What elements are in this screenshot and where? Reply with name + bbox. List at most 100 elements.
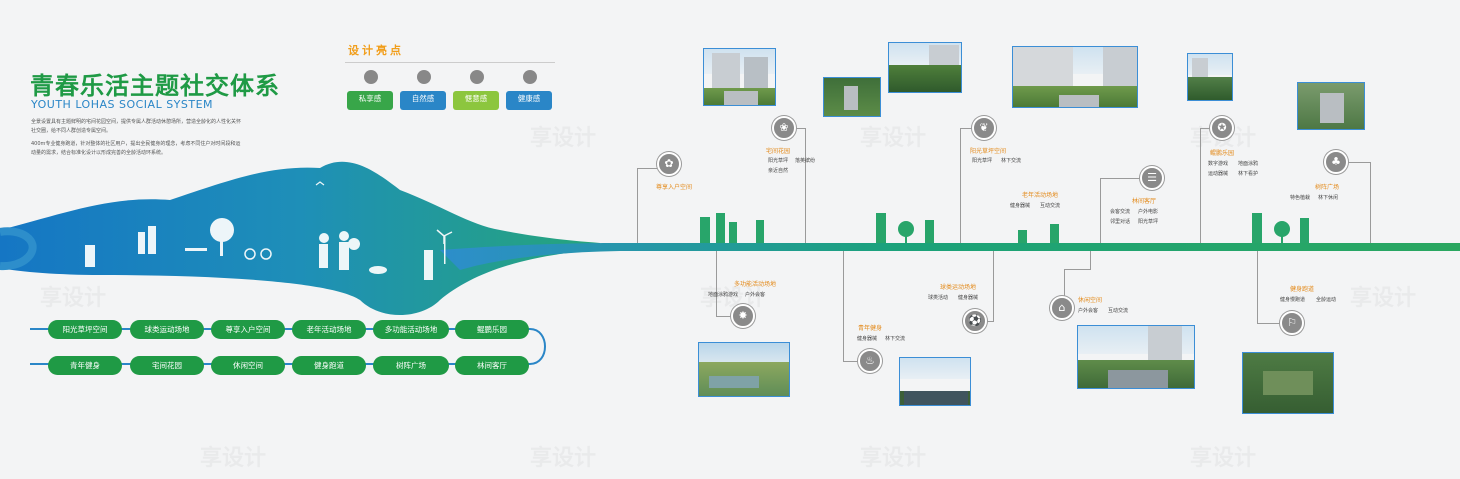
node-title: 树阵广场 (1315, 184, 1340, 191)
connector-line (843, 361, 859, 362)
highlight-badge-natural: 自然感 (400, 91, 446, 110)
connector-line (1064, 269, 1091, 270)
connector-line (1257, 323, 1281, 324)
node-item: 健身器械 (958, 295, 979, 301)
watermark: 享设计 (700, 280, 766, 312)
node-item: 地面涂鸦游戏 (708, 292, 739, 298)
connector-line (1100, 178, 1140, 179)
node-title: 阳光草坪空间 (970, 148, 1007, 155)
multi-activity-icon[interactable]: ✸ (731, 304, 755, 328)
node-title: 尊享入户空间 (656, 184, 693, 191)
laurel-icon (364, 70, 378, 84)
route-pill[interactable]: 林间客厅 (455, 356, 529, 375)
highlight-badge-private: 私享感 (347, 91, 393, 110)
sun-icon (523, 70, 537, 84)
photo-leisure (1077, 325, 1195, 389)
node-item: 户外会客 (745, 292, 766, 298)
connector-line (1200, 128, 1212, 129)
connector-line (1257, 251, 1258, 323)
node-item: 互动交流 (1040, 203, 1061, 209)
highlight-badge-cozy: 惬意感 (453, 91, 499, 110)
connector-line (805, 128, 806, 243)
node-item: 互动交流 (1108, 308, 1129, 314)
watermark: 享设计 (40, 280, 106, 312)
route-pill[interactable]: 多功能活动场地 (373, 320, 449, 339)
intro-line-1: 全景设置具有主题鲜明的宅间花园空间，提供专属人群活动休憩场所，营造全龄化的人性化… (31, 119, 242, 125)
connector-line (1200, 128, 1201, 243)
photo-lawn (888, 42, 962, 93)
entrance-icon[interactable]: ✿ (657, 152, 681, 176)
lounge-icon[interactable]: ☰ (1140, 166, 1164, 190)
highlights-title: 设计亮点 (348, 44, 404, 57)
ball-sports-icon[interactable]: ⚽ (963, 309, 987, 333)
route-pill[interactable]: 宅间花园 (130, 356, 204, 375)
connector-line (1100, 178, 1101, 243)
photo-tree-plaza (1297, 82, 1365, 130)
tree-plaza-icon[interactable]: ♣ (1324, 150, 1348, 174)
route-pill[interactable]: 球类运动场地 (130, 320, 204, 339)
connector-line (960, 128, 961, 243)
running-track-icon[interactable]: ⚐ (1280, 311, 1304, 335)
connector-line (1090, 251, 1091, 269)
node-item: 全龄运动 (1316, 297, 1337, 303)
node-item: 户外会客 (1078, 308, 1099, 314)
fitness-icon[interactable]: ♨ (858, 349, 882, 373)
node-item: 亲近自然 (768, 168, 789, 174)
intro-line-2: 社交圈，给不同人群创造专属空间。 (31, 128, 112, 134)
highlight-badge-healthy: 健康感 (506, 91, 552, 110)
page-title: 青春乐活主题社交体系 (30, 72, 280, 100)
route-pill[interactable]: 老年活动场地 (292, 320, 366, 339)
node-item: 会客交流 (1110, 209, 1131, 215)
node-item: 阳光草坪 (1138, 219, 1159, 225)
intro-line-4: 动量的需求，结合标准化设计以形成完善的全龄活动环系统。 (31, 150, 167, 156)
laurel-icon (470, 70, 484, 84)
node-title: 宅间花园 (766, 148, 791, 155)
watermark: 享设计 (200, 440, 266, 472)
node-title: 青年健身 (858, 325, 883, 332)
intro-line-3: 400m专业健身跑道，针对整体的社区用户，提出全民健身的理念，考虑不同住户对时间… (31, 141, 241, 147)
photo-garden (823, 77, 881, 117)
node-title: 鲲鹏乐园 (1210, 150, 1235, 157)
route-pill[interactable]: 休闲空间 (211, 356, 285, 375)
route-pill[interactable]: 阳光草坪空间 (48, 320, 122, 339)
page-subtitle: YOUTH LOHAS SOCIAL SYSTEM (31, 98, 214, 111)
node-item: 落英缤纷 (795, 158, 816, 164)
connector-line (716, 251, 717, 316)
photo-youth-fitness (899, 357, 971, 406)
connector-line (637, 168, 657, 169)
node-title: 林间客厅 (1132, 198, 1157, 205)
connector-line (986, 321, 994, 322)
node-item: 邻里对话 (1110, 219, 1131, 225)
node-title: 健身跑道 (1290, 286, 1315, 293)
photo-elderly (1012, 46, 1138, 108)
route-pill[interactable]: 健身跑道 (292, 356, 366, 375)
node-item: 阳光草坪 (768, 158, 789, 164)
watermark: 享设计 (530, 120, 596, 152)
node-item: 运动器械 (1208, 171, 1229, 177)
node-item: 阳光草坪 (972, 158, 993, 164)
connector-line (637, 168, 638, 243)
photo-entrance (703, 48, 776, 106)
highlights-divider (345, 62, 555, 63)
node-title: 多功能活动场地 (734, 281, 777, 288)
node-item: 户外电影 (1138, 209, 1159, 215)
lawn-icon[interactable]: ❦ (972, 116, 996, 140)
node-item: 林下看护 (1238, 171, 1259, 177)
route-pill[interactable]: 鲲鹏乐园 (455, 320, 529, 339)
connector-line (716, 316, 732, 317)
playground-icon[interactable]: ✪ (1210, 116, 1234, 140)
node-item: 健身器械 (857, 336, 878, 342)
route-pill[interactable]: 青年健身 (48, 356, 122, 375)
leisure-icon[interactable]: ⌂ (1050, 296, 1074, 320)
node-title: 休闲空间 (1078, 297, 1103, 304)
route-loop (30, 328, 546, 365)
watermark: 享设计 (860, 440, 926, 472)
route-pill[interactable]: 树阵广场 (373, 356, 449, 375)
node-item: 特色植栽 (1290, 195, 1311, 201)
node-item: 健身慢跑道 (1280, 297, 1306, 303)
route-pill[interactable]: 尊享入户空间 (211, 320, 285, 339)
garden-icon[interactable]: ❀ (772, 116, 796, 140)
node-item: 球类活动 (928, 295, 949, 301)
watermark: 享设计 (1190, 440, 1256, 472)
